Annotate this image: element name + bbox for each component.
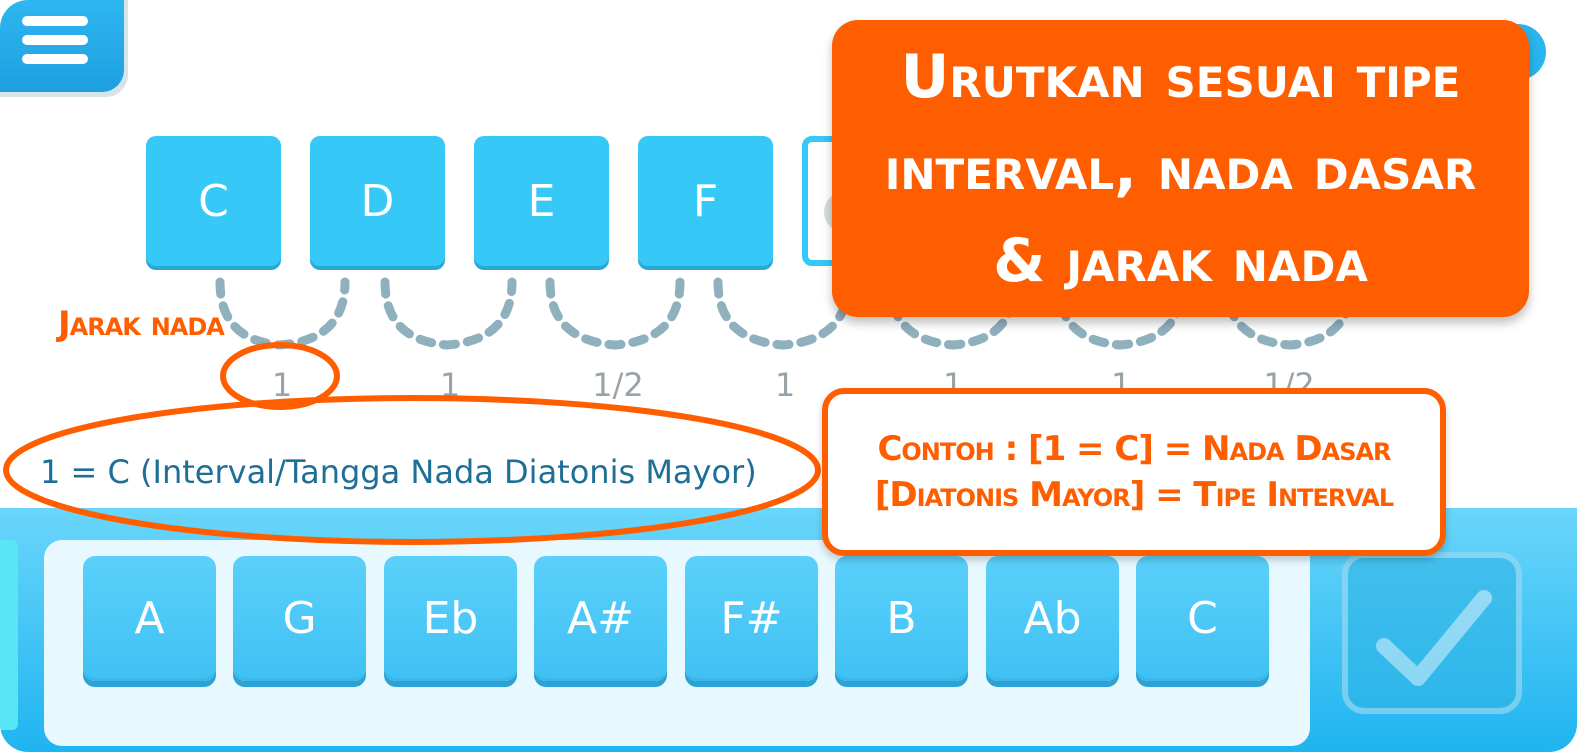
note-tile[interactable]: G	[233, 556, 366, 681]
connector-4	[713, 277, 853, 350]
connector-1	[215, 277, 350, 350]
interval-1: 1	[271, 366, 293, 404]
note-tile[interactable]: Eb	[384, 556, 517, 681]
submit-button[interactable]	[1342, 552, 1522, 714]
panel-edge	[0, 540, 18, 730]
note-tile[interactable]: A#	[534, 556, 667, 681]
example-line-1: Contoh : [1 = C] = Nada Dasar	[877, 429, 1391, 469]
interval-2: 1	[439, 366, 461, 404]
scale-type-label: 1 = C (Interval/Tangga Nada Diatonis May…	[40, 453, 757, 491]
note-tile[interactable]: F#	[685, 556, 818, 681]
interval-4: 1	[774, 366, 796, 404]
slot-3[interactable]: E	[474, 136, 609, 266]
slot-4[interactable]: F	[638, 136, 773, 266]
connector-2	[380, 277, 517, 350]
note-tile[interactable]: Ab	[986, 556, 1119, 681]
example-line-2: [Diatonis Mayor] = Tipe Interval	[874, 475, 1394, 515]
instruction-text: Urutkan sesuai tipe interval, nada dasar…	[884, 41, 1477, 296]
note-tile[interactable]: B	[835, 556, 968, 681]
note-tile[interactable]: A	[83, 556, 216, 681]
note-tile[interactable]: C	[1136, 556, 1269, 681]
interval-3: 1/2	[592, 366, 644, 404]
jarak-nada-label: Jarak nada	[58, 304, 225, 344]
checkmark-icon	[1376, 590, 1492, 686]
slot-1[interactable]: C	[146, 136, 281, 266]
example-callout: Contoh : [1 = C] = Nada Dasar [Diatonis …	[822, 388, 1446, 556]
connector-3	[545, 277, 685, 350]
slot-2[interactable]: D	[310, 136, 445, 266]
hamburger-menu-icon	[22, 16, 88, 26]
instruction-banner: Urutkan sesuai tipe interval, nada dasar…	[832, 20, 1529, 317]
menu-button[interactable]	[0, 0, 124, 92]
